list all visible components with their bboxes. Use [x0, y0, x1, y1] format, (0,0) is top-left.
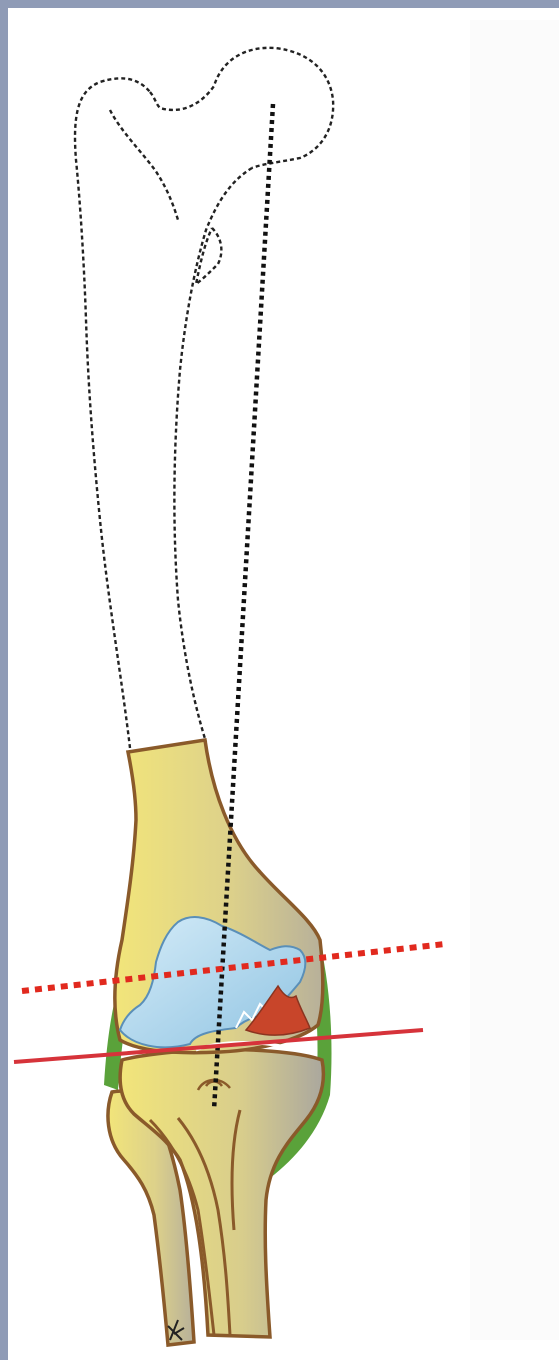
femoral-neck-top — [150, 48, 333, 168]
leg-alignment-diagram — [8, 8, 559, 1360]
femur-outline — [75, 48, 333, 748]
page-edge — [470, 20, 559, 1340]
greater-trochanter-line — [110, 110, 178, 220]
diagram-panel — [8, 8, 559, 1360]
femur-lateral-border — [75, 78, 150, 748]
